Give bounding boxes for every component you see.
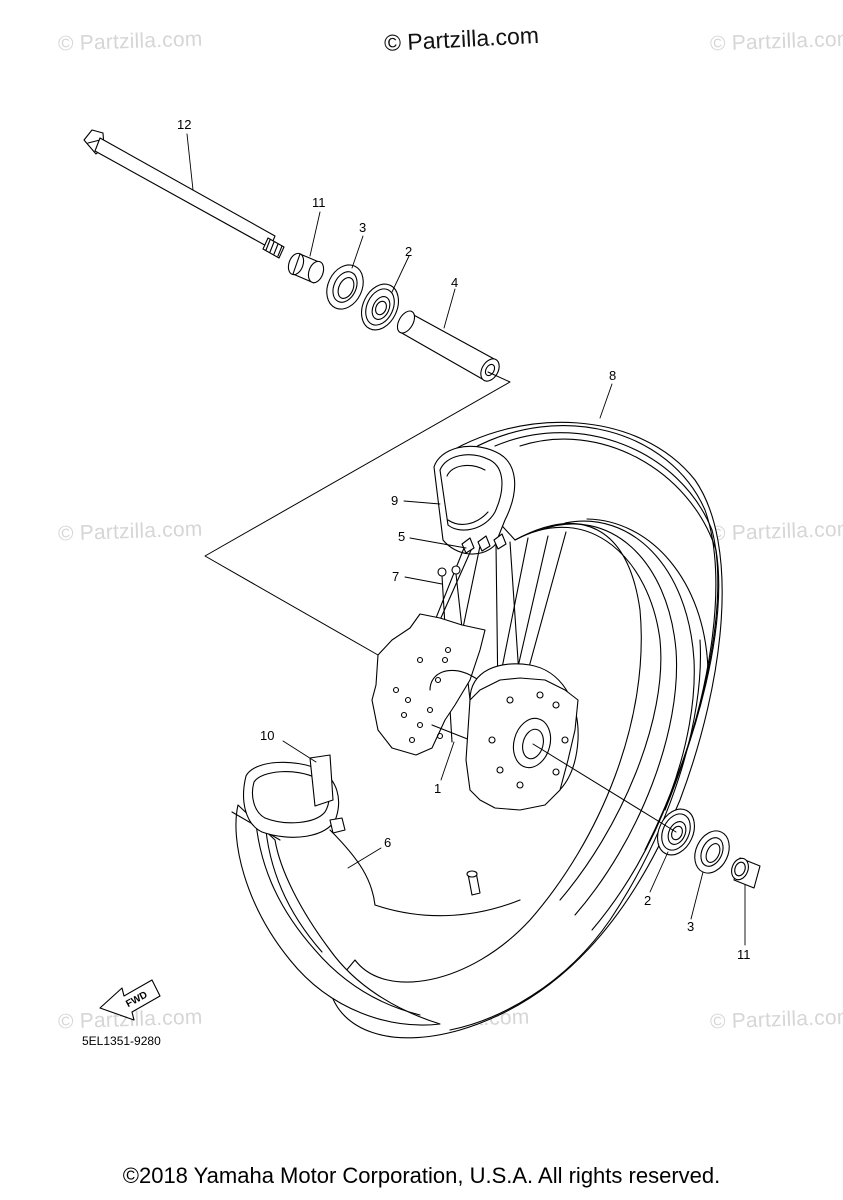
leader-lines (186, 133, 746, 946)
spacer (396, 310, 500, 382)
callout-axle: 12 (177, 117, 192, 132)
copyright-notice: ©2018 Yamaha Motor Corporation, U.S.A. A… (122, 1163, 721, 1188)
axle-centerline (532, 743, 677, 833)
front-axle (83, 129, 285, 259)
spoke-nipples (461, 533, 507, 554)
callout-seal-bottom: 3 (687, 919, 695, 934)
callout-seal-top: 3 (359, 220, 367, 235)
oil-seal-top (326, 264, 364, 310)
callout-tire: 8 (609, 368, 617, 383)
collar-bottom (731, 857, 761, 889)
callout-collar-bottom: 11 (737, 947, 751, 962)
callout-bearing-bottom: 2 (644, 893, 652, 908)
callout-spacer: 4 (451, 275, 459, 290)
callout-rim-band: 10 (260, 728, 275, 743)
callout-hub: 1 (434, 781, 442, 796)
tube-valve (466, 870, 481, 896)
tire (329, 421, 723, 1039)
callout-spoke: 7 (392, 569, 400, 584)
callout-collar-top: 11 (312, 195, 326, 210)
assembly-line (204, 371, 511, 656)
inner-tube (433, 445, 516, 555)
callout-bearing-top: 2 (405, 244, 413, 259)
callout-tube: 9 (391, 493, 399, 508)
fwd-arrow-icon: FWD (99, 979, 161, 1021)
rim-band (243, 754, 346, 838)
hub (371, 613, 579, 811)
diagram-code: 5EL1351-9280 (82, 1034, 161, 1048)
oil-seal-bottom (694, 830, 730, 874)
callout-rim: 6 (384, 835, 392, 850)
collar-top (287, 252, 325, 284)
callout-nipple: 5 (398, 529, 406, 544)
bearing-top (361, 283, 399, 331)
